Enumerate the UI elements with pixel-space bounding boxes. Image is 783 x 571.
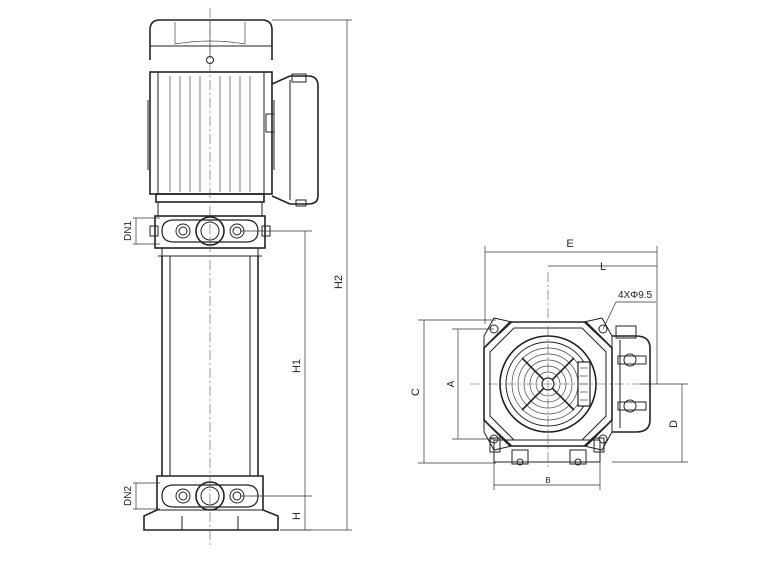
- dim-h1: H1: [240, 230, 312, 497]
- label-d: D: [668, 420, 680, 428]
- label-c: C: [410, 388, 422, 396]
- dim-b: B: [493, 462, 601, 490]
- motor-top-cap: [149, 19, 273, 73]
- motor-body: [147, 71, 275, 195]
- label-h1: H1: [291, 359, 303, 373]
- cooling-fins: [169, 76, 251, 192]
- label-hole-spec: 4XΦ9.5: [618, 290, 653, 301]
- label-dn1: DN1: [123, 221, 134, 241]
- dim-e: E: [484, 238, 658, 384]
- dim-h: H: [280, 496, 312, 531]
- dim-a: A: [446, 328, 494, 440]
- label-e: E: [566, 238, 573, 250]
- dim-c: C: [410, 319, 496, 464]
- label-a: A: [446, 380, 457, 387]
- label-dn2: DN2: [123, 486, 134, 506]
- dim-d: D: [612, 383, 688, 463]
- label-b: B: [545, 476, 550, 485]
- label-l: L: [600, 261, 606, 273]
- pump-base: [143, 475, 279, 531]
- side-terminal-box: [612, 325, 651, 433]
- dim-h2: H2: [272, 19, 352, 531]
- label-h: H: [291, 512, 303, 520]
- hole-callout: 4XΦ9.5: [602, 290, 656, 330]
- top-view: E L 4XΦ9.5 A C: [410, 238, 688, 490]
- dim-l: L: [548, 261, 657, 273]
- terminal-box: [265, 73, 319, 207]
- dim-dn1: DN1: [123, 217, 160, 245]
- dim-dn2: DN2: [123, 482, 160, 510]
- front-view: DN1 DN2 H1 H H2: [123, 8, 352, 546]
- label-h2: H2: [333, 275, 345, 289]
